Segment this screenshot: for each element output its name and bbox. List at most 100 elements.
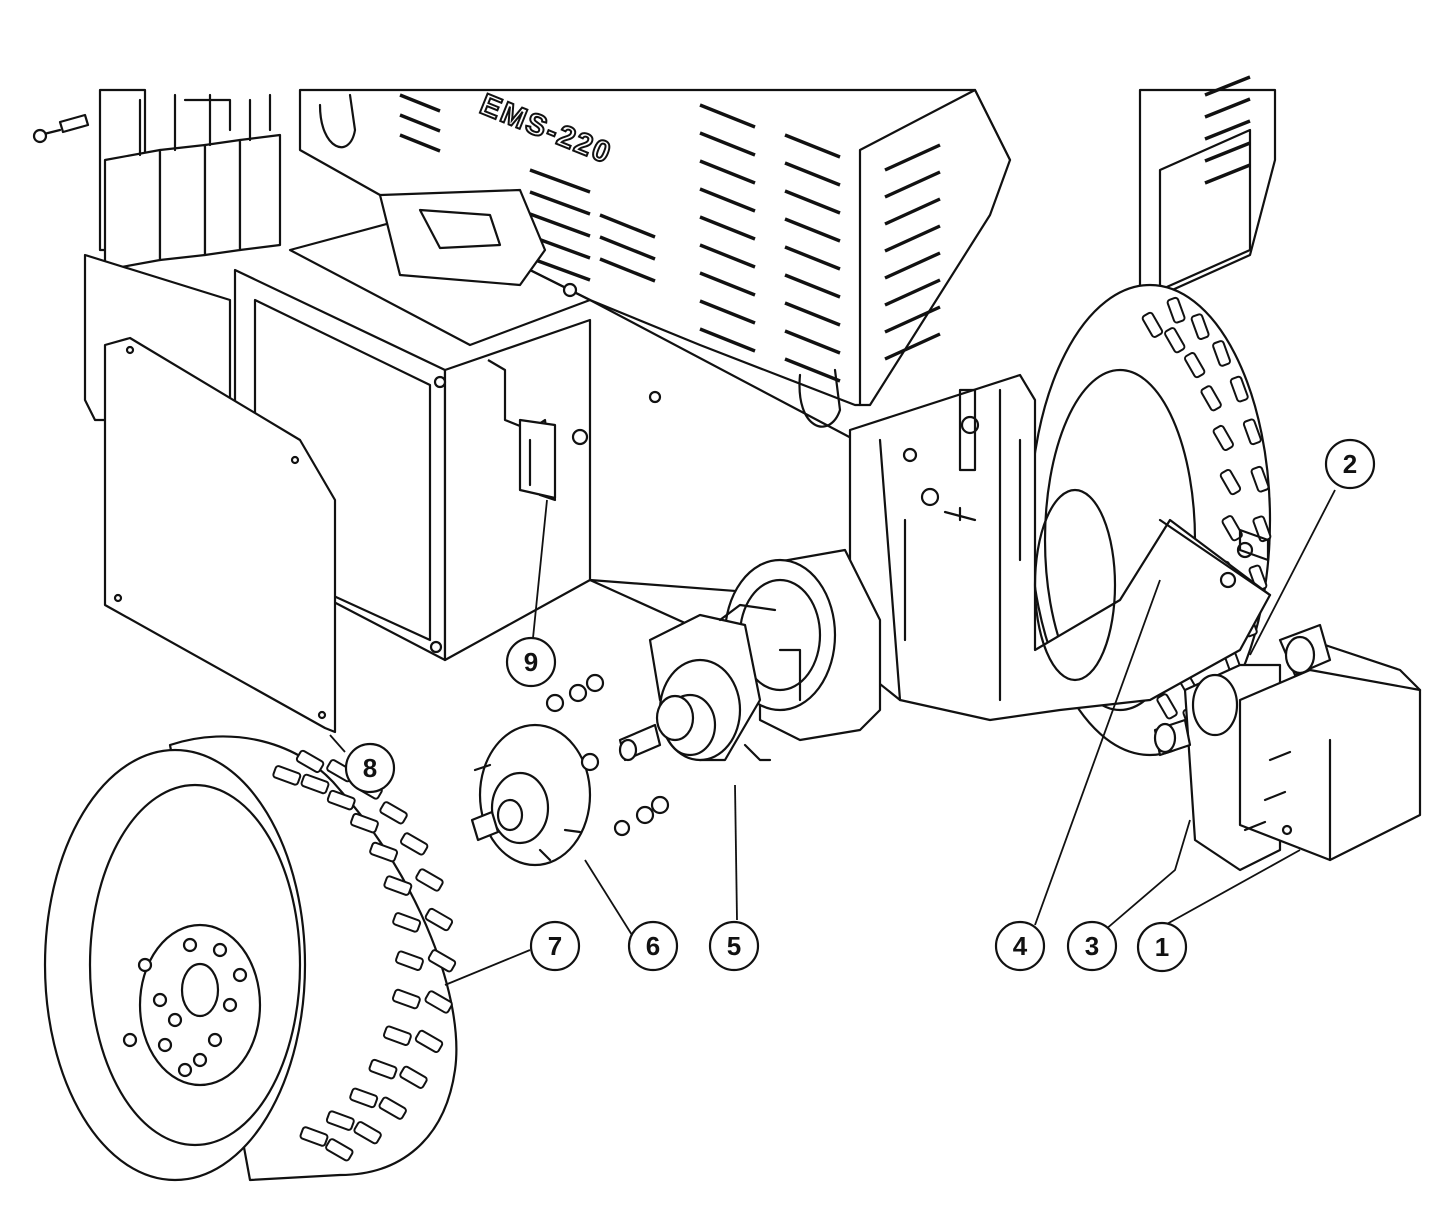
motor-housing bbox=[848, 373, 1272, 722]
lug-nut bbox=[137, 957, 153, 973]
vent-slot bbox=[699, 243, 756, 269]
leader-line-6 bbox=[584, 859, 633, 936]
vent-slot bbox=[399, 133, 441, 153]
leader-line-9 bbox=[532, 499, 548, 639]
vent-slot bbox=[784, 329, 841, 355]
callout-2: 2 bbox=[1324, 438, 1376, 490]
hardware-nuts bbox=[545, 673, 670, 837]
vent-slot bbox=[1204, 163, 1251, 185]
tread-block bbox=[369, 841, 399, 863]
vent-slot bbox=[699, 271, 756, 297]
tread-block bbox=[1164, 327, 1186, 354]
cover-plate bbox=[103, 336, 337, 734]
tread-block bbox=[382, 1025, 412, 1046]
callout-6: 6 bbox=[627, 920, 679, 972]
callout-3: 3 bbox=[1066, 920, 1118, 972]
callout-circle bbox=[708, 920, 760, 972]
lug-nut bbox=[212, 942, 228, 958]
leader-line-3 bbox=[1104, 819, 1191, 931]
tread-block bbox=[299, 1126, 329, 1147]
bracket bbox=[487, 359, 557, 502]
tread-block bbox=[415, 868, 444, 892]
callout-4: 4 bbox=[994, 920, 1046, 972]
callout-circle bbox=[1324, 438, 1376, 490]
vent-slot bbox=[699, 327, 756, 353]
tread-block bbox=[272, 765, 302, 786]
machine-housing: EMS-220 bbox=[298, 75, 1277, 428]
tread-block bbox=[1229, 375, 1249, 403]
tread-block bbox=[383, 875, 413, 896]
vent-slot bbox=[884, 332, 941, 361]
callout-label: 4 bbox=[1013, 931, 1028, 961]
callout-label: 6 bbox=[646, 931, 660, 961]
vent-slot bbox=[699, 187, 756, 213]
tread-block bbox=[350, 812, 379, 834]
vent-slot bbox=[699, 299, 756, 325]
callout-8: 8 bbox=[344, 742, 396, 794]
vent-slot bbox=[784, 133, 841, 159]
vent-slot bbox=[784, 245, 841, 271]
tread-block bbox=[295, 749, 325, 774]
lug-nut bbox=[232, 967, 248, 983]
tread-block bbox=[1212, 424, 1234, 452]
vent-slot bbox=[884, 251, 941, 280]
tread-block bbox=[325, 1110, 355, 1131]
vent-slot bbox=[599, 235, 656, 261]
vent-slot bbox=[529, 212, 591, 238]
tread-block bbox=[326, 789, 356, 811]
tread-block bbox=[391, 988, 421, 1010]
vent-slot bbox=[699, 215, 756, 241]
wheel-lug-nuts bbox=[122, 937, 248, 1078]
tread-block bbox=[427, 949, 457, 973]
vent-slot bbox=[784, 189, 841, 215]
callout-circle bbox=[994, 920, 1046, 972]
callout-label: 9 bbox=[524, 647, 538, 677]
tread-block bbox=[424, 907, 454, 932]
vent-slot bbox=[884, 224, 941, 253]
callout-circle bbox=[627, 920, 679, 972]
vent-slot bbox=[784, 161, 841, 187]
brake-assembly bbox=[1153, 623, 1422, 872]
vent-slot bbox=[1204, 119, 1251, 141]
vent-slot bbox=[1204, 97, 1251, 119]
tread-block bbox=[399, 1065, 428, 1089]
tread-block bbox=[414, 1029, 444, 1054]
vent-slot bbox=[784, 217, 841, 243]
tread-block bbox=[368, 1058, 398, 1080]
tread-block bbox=[1166, 296, 1186, 324]
vent-slot bbox=[529, 190, 591, 216]
callout-label: 3 bbox=[1085, 931, 1099, 961]
tread-block bbox=[1190, 313, 1210, 340]
vent-slot bbox=[699, 159, 756, 185]
leader-line-2 bbox=[1249, 489, 1336, 656]
motor-coupling bbox=[618, 548, 882, 762]
tread-block bbox=[392, 912, 422, 933]
callout-circle bbox=[344, 742, 396, 794]
tread-block bbox=[1200, 385, 1222, 412]
tread-block bbox=[399, 832, 429, 856]
lug-nut bbox=[157, 1037, 173, 1053]
lug-nut bbox=[222, 997, 238, 1013]
callout-label: 5 bbox=[727, 931, 741, 961]
vent-slot bbox=[599, 213, 656, 239]
leader-lines bbox=[329, 489, 1336, 986]
tread-block bbox=[379, 801, 408, 825]
vent-slot bbox=[699, 103, 756, 129]
vent-slot bbox=[884, 278, 941, 307]
callout-circle bbox=[1066, 920, 1118, 972]
tread-block bbox=[1212, 340, 1231, 367]
callout-label: 8 bbox=[363, 753, 377, 783]
vent-slot bbox=[1204, 75, 1251, 97]
vent-slot bbox=[884, 170, 941, 199]
lug-nut bbox=[122, 1032, 138, 1048]
vent-slot bbox=[529, 256, 591, 282]
lug-nut bbox=[152, 992, 168, 1008]
leader-line-4 bbox=[1034, 579, 1161, 926]
vent-slot bbox=[1204, 141, 1251, 163]
callout-7: 7 bbox=[529, 920, 581, 972]
lug-nut bbox=[167, 1012, 183, 1028]
vent-slot bbox=[529, 168, 591, 194]
